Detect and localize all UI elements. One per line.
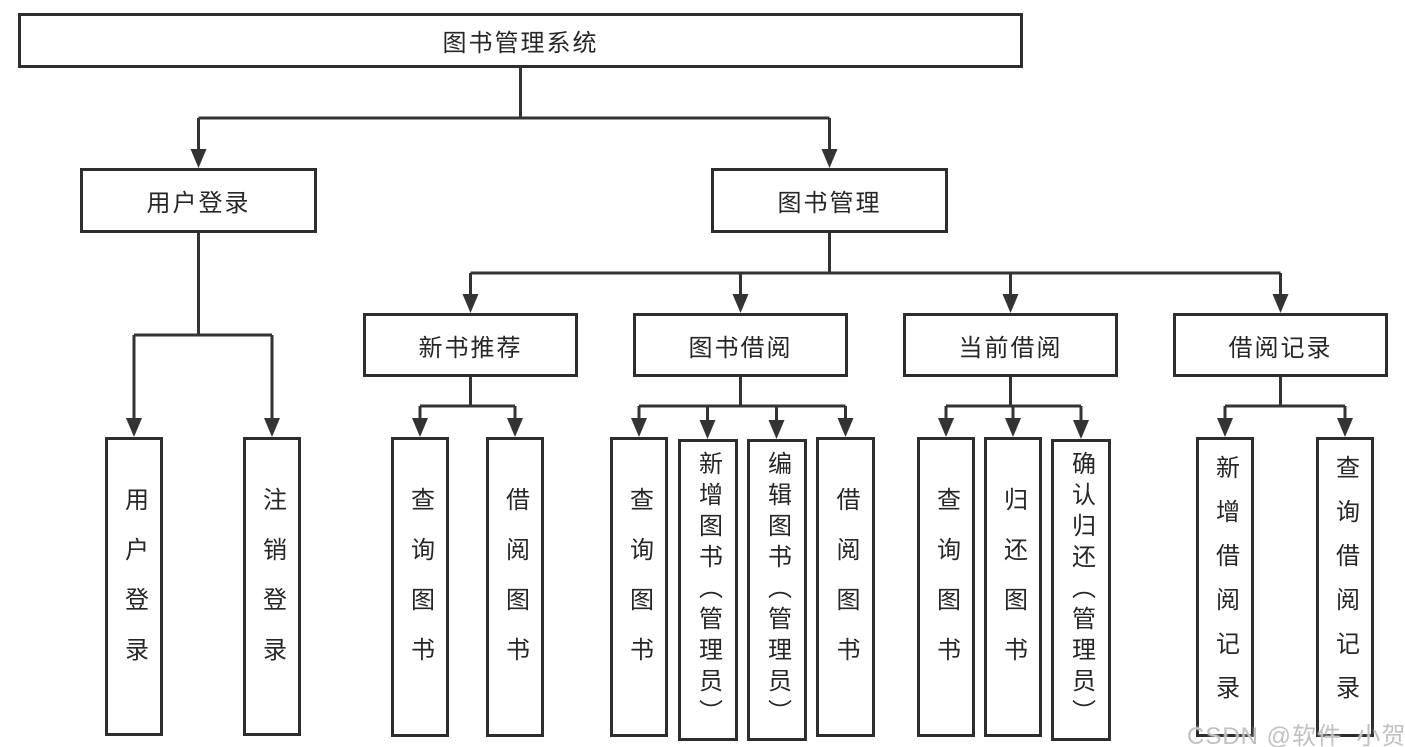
node-book-borrowing: 图书借阅	[633, 313, 848, 377]
leaf-query-books-current: 查询图书	[917, 437, 975, 737]
leaf-query-borrow-record: 查询借阅记录	[1316, 437, 1374, 737]
node-user-login: 用户登录	[80, 168, 317, 233]
connector-new-book-recommend-children	[412, 377, 523, 437]
leaf-add-borrow-record: 新增借阅记录	[1196, 437, 1254, 737]
watermark: CSDN @软件_小贺同学	[1187, 723, 1405, 747]
connector-book-borrowing-children	[631, 377, 854, 439]
leaf-borrow-books-borrowing: 借阅图书	[816, 437, 875, 737]
connector-user-login-children	[126, 233, 280, 437]
connector-borrowing-records-children	[1217, 377, 1353, 437]
leaf-confirm-return-admin: 确认归还（管理员）	[1051, 439, 1111, 741]
leaf-query-books-recommend: 查询图书	[391, 437, 449, 737]
connector-book-management-to-level3	[462, 233, 1289, 313]
connector-current-borrowing-children	[938, 377, 1089, 439]
node-new-book-recommend: 新书推荐	[363, 313, 578, 377]
leaf-logout: 注销登录	[243, 437, 301, 736]
connector-root-to-level2	[190, 68, 838, 168]
leaf-user-login: 用户登录	[105, 437, 163, 736]
leaf-edit-book-admin: 编辑图书（管理员）	[747, 439, 807, 741]
leaf-borrow-books-recommend: 借阅图书	[486, 437, 544, 737]
node-current-borrowing: 当前借阅	[903, 313, 1118, 377]
leaf-return-book: 归还图书	[984, 437, 1042, 737]
node-borrowing-records: 借阅记录	[1173, 313, 1388, 377]
leaf-query-books-borrowing: 查询图书	[610, 437, 668, 737]
node-root: 图书管理系统	[18, 13, 1023, 68]
node-book-management: 图书管理	[711, 168, 948, 233]
leaf-add-book-admin: 新增图书（管理员）	[678, 439, 738, 741]
